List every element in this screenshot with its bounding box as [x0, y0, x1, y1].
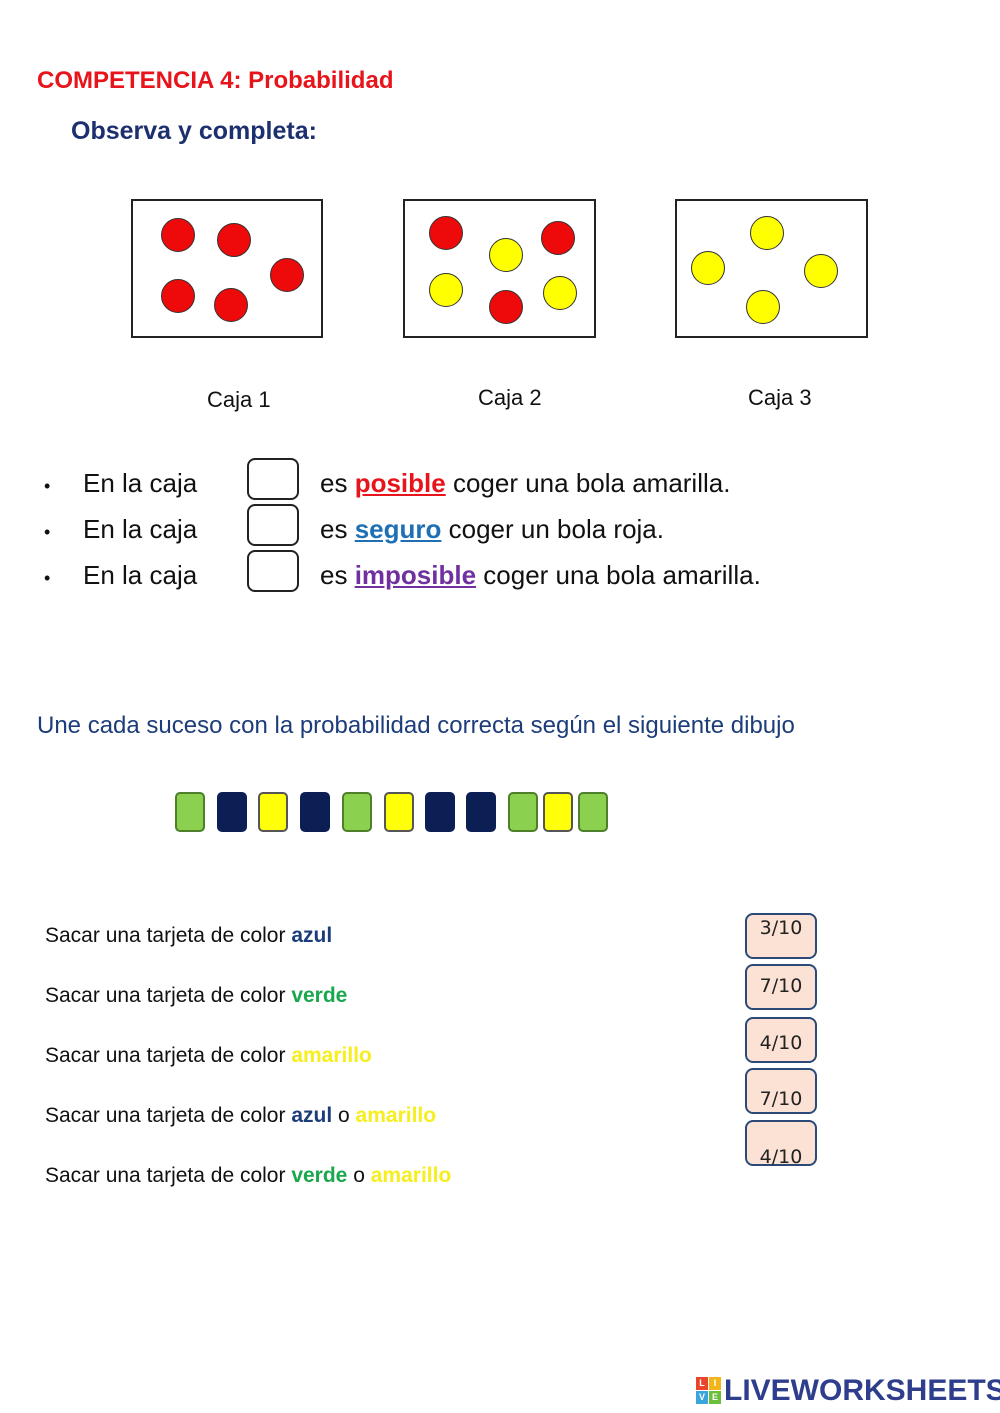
red-ball: [429, 216, 463, 250]
statement-lead: En la caja: [83, 468, 198, 498]
box-3-label: Caja 3: [748, 385, 812, 410]
box-3: [675, 199, 868, 338]
liveworksheets-logo: L I V E LIVEWORKSHEETS: [696, 1374, 1000, 1408]
red-ball: [270, 258, 304, 292]
color-word-azul: azul: [291, 1104, 333, 1127]
page-subtitle: Observa y completa:: [71, 117, 317, 145]
statement-text: es posible coger una bola amarilla.: [320, 468, 731, 498]
green-card: [175, 792, 205, 832]
red-ball: [161, 218, 195, 252]
color-word-amarillo: amarillo: [370, 1164, 452, 1187]
yellow-ball: [691, 251, 725, 285]
green-card: [342, 792, 372, 832]
event-azul-o-amarillo[interactable]: Sacar una tarjeta de color azul o amaril…: [45, 1104, 437, 1127]
color-word-verde: verde: [291, 1164, 348, 1187]
color-word-amarillo: amarillo: [291, 1044, 372, 1067]
probability-option[interactable]: 4/10: [745, 1017, 817, 1063]
red-ball: [217, 223, 251, 257]
keyword-seguro: seguro: [354, 514, 442, 544]
yellow-ball: [489, 238, 523, 272]
statement-lead: En la caja: [83, 514, 198, 544]
bullet: •: [44, 476, 51, 496]
color-word-verde: verde: [291, 984, 348, 1007]
box-1-label: Caja 1: [207, 387, 271, 412]
navy-card: [300, 792, 330, 832]
green-card: [508, 792, 538, 832]
probability-option[interactable]: 7/10: [745, 1068, 817, 1114]
matching-instruction: Une cada suceso con la probabilidad corr…: [37, 712, 795, 739]
yellow-card: [543, 792, 573, 832]
red-ball: [541, 221, 575, 255]
yellow-ball: [750, 216, 784, 250]
answer-box-posible[interactable]: [247, 458, 299, 500]
page-title: COMPETENCIA 4: Probabilidad: [37, 67, 394, 94]
red-ball: [214, 288, 248, 322]
yellow-ball: [543, 276, 577, 310]
color-word-amarillo: amarillo: [355, 1104, 437, 1127]
probability-option[interactable]: 3/10: [745, 913, 817, 959]
probability-option[interactable]: 7/10: [745, 964, 817, 1010]
statement-text: es imposible coger una bola amarilla.: [320, 560, 761, 590]
red-ball: [161, 279, 195, 313]
event-amarillo[interactable]: Sacar una tarjeta de color amarillo: [45, 1044, 372, 1067]
probability-option[interactable]: 4/10: [745, 1120, 817, 1168]
color-word-azul: azul: [291, 924, 333, 947]
yellow-card: [384, 792, 414, 832]
yellow-card: [258, 792, 288, 832]
event-azul[interactable]: Sacar una tarjeta de color azul: [45, 924, 333, 947]
navy-card: [217, 792, 247, 832]
logo-text: LIVEWORKSHEETS: [724, 1374, 1000, 1407]
yellow-ball: [746, 290, 780, 324]
keyword-posible: posible: [354, 468, 446, 498]
yellow-ball: [429, 273, 463, 307]
answer-box-imposible[interactable]: [247, 550, 299, 592]
event-verde-o-amarillo[interactable]: Sacar una tarjeta de color verde o amari…: [45, 1164, 452, 1187]
statement-lead: En la caja: [83, 560, 198, 590]
box-1: [131, 199, 323, 338]
navy-card: [425, 792, 455, 832]
keyword-imposible: imposible: [354, 560, 477, 590]
event-verde[interactable]: Sacar una tarjeta de color verde: [45, 984, 348, 1007]
red-ball: [489, 290, 523, 324]
bullet: •: [44, 568, 51, 588]
liveworksheets-logo-icon: L I V E: [696, 1377, 722, 1405]
answer-box-seguro[interactable]: [247, 504, 299, 546]
yellow-ball: [804, 254, 838, 288]
navy-card: [466, 792, 496, 832]
statement-text: es seguro coger un bola roja.: [320, 514, 664, 544]
bullet: •: [44, 522, 51, 542]
box-2: [403, 199, 596, 338]
green-card: [578, 792, 608, 832]
box-2-label: Caja 2: [478, 385, 542, 410]
